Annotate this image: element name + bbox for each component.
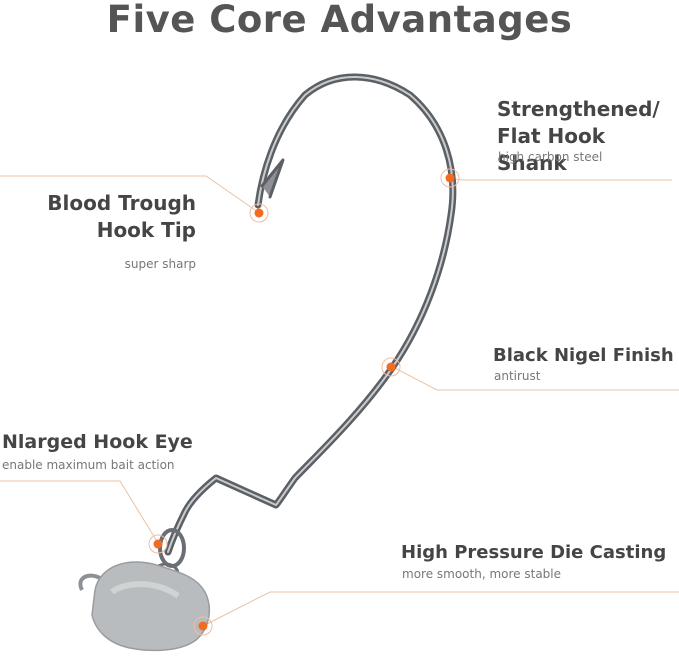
marker-finish xyxy=(381,357,401,377)
feature-eye-title: Nlarged Hook Eye xyxy=(2,431,193,453)
callout-line-finish xyxy=(390,365,679,391)
callout-line-tip xyxy=(0,175,259,213)
feature-shank-title: Strengthened/ Flat Hook Shank xyxy=(497,96,679,177)
feature-eye-note: enable maximum bait action xyxy=(2,458,175,472)
lead-jig-head-illustration xyxy=(78,561,211,652)
callout-line-shank xyxy=(447,177,672,181)
callout-markers xyxy=(148,168,460,636)
fish-hook-illustration xyxy=(152,73,457,586)
marker-eye xyxy=(148,534,168,554)
callout-line-eye xyxy=(0,480,159,544)
feature-finish-title: Black Nigel Finish xyxy=(493,345,674,366)
feature-casting-title: High Pressure Die Casting xyxy=(401,542,667,563)
feature-shank-note: high carbon steel xyxy=(498,150,603,164)
marker-tip xyxy=(249,203,269,223)
feature-finish-note: antirust xyxy=(494,369,541,383)
marker-shank xyxy=(440,168,460,188)
feature-tip-note: super sharp xyxy=(124,257,196,271)
feature-shank-title-line2: Flat Hook Shank xyxy=(497,124,606,175)
feature-shank-title-line1: Strengthened/ xyxy=(497,97,660,121)
marker-casting xyxy=(193,616,213,636)
feature-tip-title-line2: Hook Tip xyxy=(96,218,196,242)
feature-tip-title-line1: Blood Trough xyxy=(47,191,196,215)
feature-casting-note: more smooth, more stable xyxy=(402,567,562,581)
callout-line-casting xyxy=(202,591,679,627)
page-title: Five Core Advantages xyxy=(106,0,573,41)
feature-tip-title: Blood Trough Hook Tip xyxy=(0,190,196,244)
